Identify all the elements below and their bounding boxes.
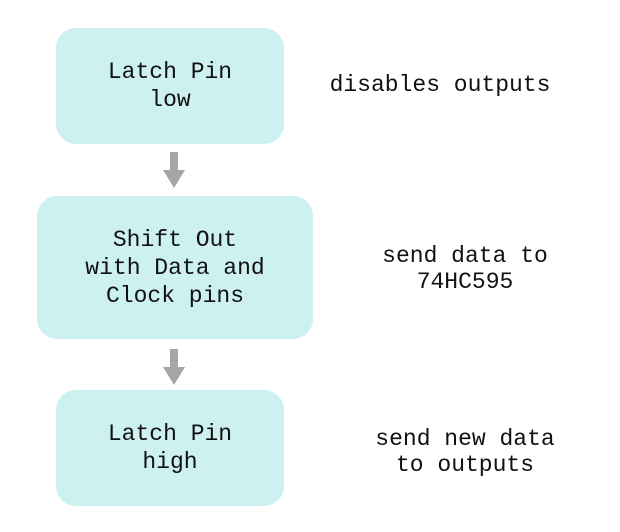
- step-latch-high-label: Latch Pin high: [107, 421, 233, 475]
- step-latch-high-box: Latch Pin high: [56, 390, 284, 506]
- step-latch-low-note: disables outputs: [329, 72, 551, 98]
- step-latch-high-note: send new data to outputs: [375, 426, 555, 478]
- step-shift-out-box: Shift Out with Data and Clock pins: [37, 196, 313, 339]
- step-shift-out-note: send data to 74HC595: [382, 243, 548, 295]
- step-latch-low-box: Latch Pin low: [56, 28, 284, 144]
- step-latch-low-label: Latch Pin low: [107, 59, 233, 113]
- step-shift-out-label: Shift Out with Data and Clock pins: [85, 226, 265, 309]
- down-arrow-icon: [163, 349, 185, 385]
- down-arrow-icon: [163, 152, 185, 188]
